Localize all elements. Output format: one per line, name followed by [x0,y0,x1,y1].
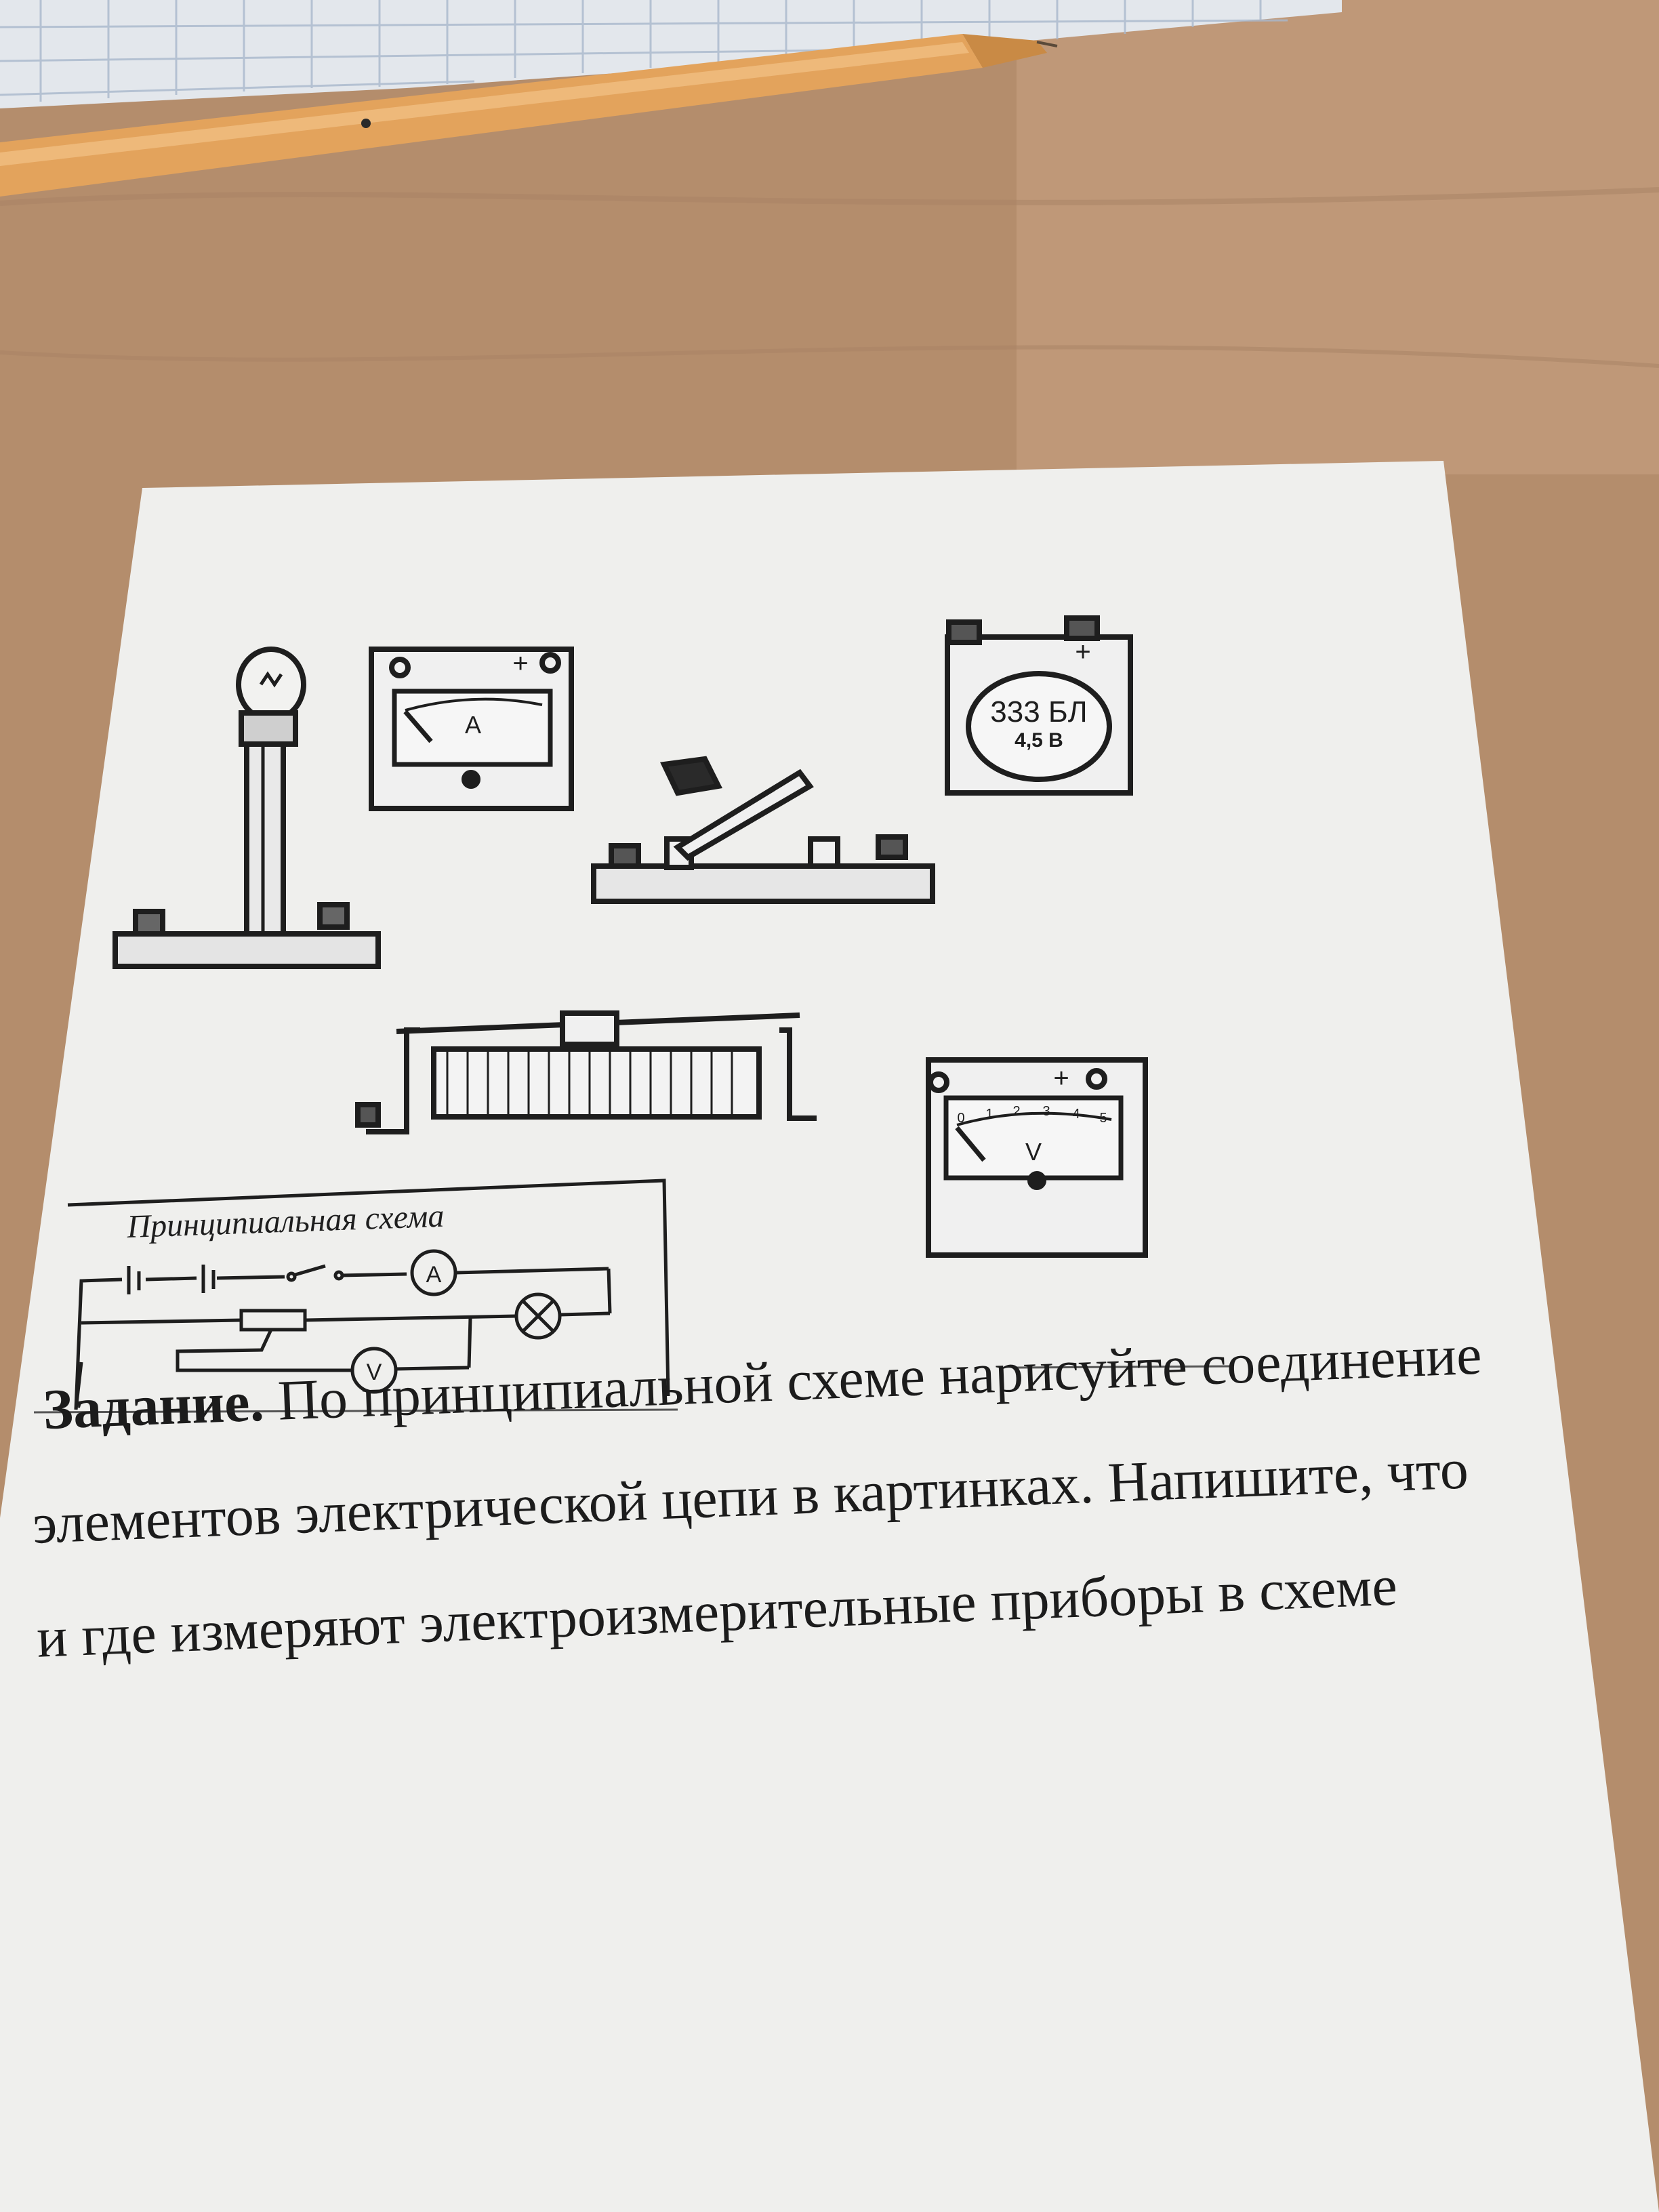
voltmeter-scale-2: 2 [1012,1104,1020,1119]
battery-label-line2: 4,5 В [1015,729,1063,752]
voltmeter-drawing [926,1057,1148,1258]
voltmeter-scale-3: 3 [1042,1104,1050,1119]
desk-glare [1017,0,1659,474]
battery-label-line1: 333 БЛ [990,695,1087,729]
rheostat-drawing [355,1010,817,1134]
ammeter-plus: + [512,649,528,678]
voltmeter-letter: V [1025,1138,1042,1166]
voltmeter-scale-0: 0 [957,1111,964,1126]
lamp-stand-drawing [112,647,381,969]
ammeter-drawing [369,647,574,811]
worksheet-paper [0,461,1659,2212]
voltmeter-scale-5: 5 [1099,1111,1107,1126]
switch-drawing [591,756,935,904]
principal-scheme [67,1179,670,1410]
scheme-voltmeter-letter: V [367,1359,382,1385]
separator-line [1016,1365,1234,1369]
voltmeter-scale-1: 1 [985,1107,993,1122]
grid-notebook [0,0,1342,108]
separator-line [33,1408,678,1414]
task-label: Задание. [41,1370,266,1442]
scheme-ammeter-letter: A [426,1262,442,1288]
orange-pen [0,34,1058,197]
wood-grain [0,345,1659,368]
ammeter-letter: A [465,711,481,739]
battery-drawing [945,615,1133,796]
battery-plus: + [1075,637,1090,667]
voltmeter-scale-4: 4 [1072,1107,1080,1122]
wood-grain [0,187,1659,206]
voltmeter-plus: + [1053,1063,1069,1093]
